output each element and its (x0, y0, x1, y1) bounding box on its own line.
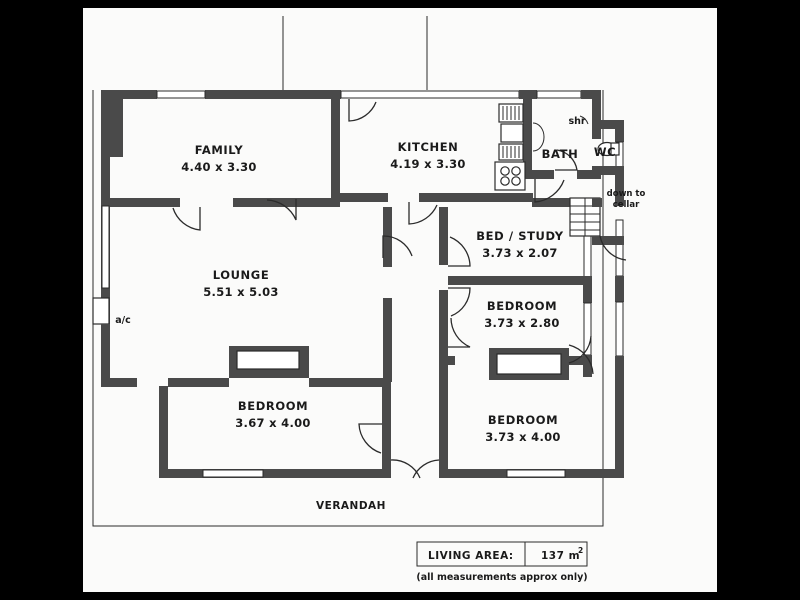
wc-fixtures (597, 141, 620, 157)
living-area-unit: 2 (578, 546, 584, 555)
room-dim-bedroom2: 3.73 x 2.80 (484, 316, 559, 330)
room-label-bedroom2: BEDROOM (487, 299, 557, 313)
room-dim-kitchen: 4.19 x 3.30 (390, 157, 465, 171)
room-label-family: FAMILY (195, 143, 244, 157)
door-swings (172, 99, 627, 479)
room-dim-bedstudy: 3.73 x 2.07 (482, 246, 557, 260)
legend-disclaimer: (all measurements approx only) (416, 572, 587, 583)
cellar-stairs (569, 197, 624, 245)
aircon-label: a/c (115, 315, 131, 326)
room-labels: FAMILY 4.40 x 3.30 KITCHEN 4.19 x 3.30 B… (115, 116, 645, 512)
cellar-note-line2: cellar (613, 200, 640, 210)
kitchen-fixtures (494, 103, 526, 191)
exterior-walls (92, 90, 624, 478)
room-dim-bedroom3: 3.67 x 4.00 (235, 416, 310, 430)
cellar-note-line1: down to (607, 189, 646, 199)
room-label-kitchen: KITCHEN (398, 140, 459, 154)
room-label-bedstudy: BED / STUDY (476, 229, 564, 243)
floor-plan-sheet: FAMILY 4.40 x 3.30 KITCHEN 4.19 x 3.30 B… (83, 8, 717, 592)
room-dim-family: 4.40 x 3.30 (181, 160, 256, 174)
room-label-lounge: LOUNGE (213, 268, 270, 282)
legend-box: LIVING AREA: 137 m 2 (all measurements a… (416, 541, 588, 583)
living-area-label: LIVING AREA: (428, 550, 514, 562)
room-label-verandah: VERANDAH (316, 500, 386, 512)
room-label-bath: BATH (542, 147, 579, 161)
room-label-bedroom4: BEDROOM (488, 413, 558, 427)
shower-label: shr (568, 116, 585, 127)
room-label-bedroom3: BEDROOM (238, 399, 308, 413)
floor-plan-drawing: FAMILY 4.40 x 3.30 KITCHEN 4.19 x 3.30 B… (92, 16, 645, 583)
room-label-wc: WC (594, 145, 616, 159)
room-dim-bedroom4: 3.73 x 4.00 (485, 430, 560, 444)
room-dim-lounge: 5.51 x 5.03 (203, 285, 278, 299)
living-area-value: 137 m (541, 550, 580, 562)
bath-fixtures (532, 115, 589, 152)
interior-walls (110, 99, 624, 478)
